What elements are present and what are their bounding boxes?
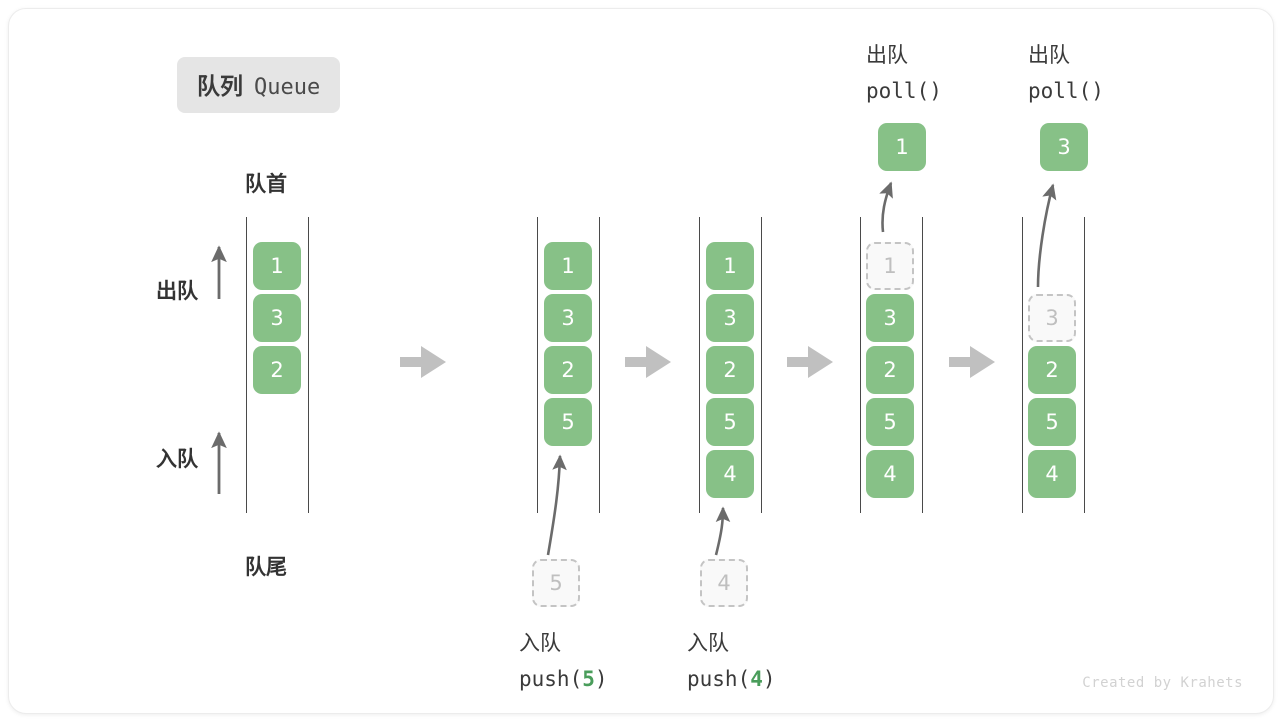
- label-enqueue-direction: 入队: [156, 447, 198, 471]
- label-dequeue-direction: 出队: [156, 279, 198, 303]
- queue-element: 2: [706, 346, 754, 394]
- push-arrow-5: [546, 454, 567, 556]
- step-arrow-icon: [625, 346, 671, 378]
- label-queue-front: 队首: [245, 172, 287, 196]
- queue-element-new: 5: [544, 398, 592, 446]
- queue-element: 1: [706, 242, 754, 290]
- caption-push-5: 入队 push(5): [519, 625, 608, 697]
- queue-rail-left: [537, 217, 538, 513]
- poll-arrow-1: [879, 181, 893, 233]
- queue-rail-right: [761, 217, 762, 513]
- queue-element: 3: [866, 294, 914, 342]
- caption-push-4: 入队 push(4): [687, 625, 776, 697]
- caption-code-prefix: poll(: [866, 79, 930, 103]
- queue-rail-left: [860, 217, 861, 513]
- title-english: Queue: [254, 75, 321, 100]
- pending-element-ghost: 5: [532, 559, 580, 607]
- queue-rail-right: [599, 217, 600, 513]
- caption-text: 出队: [1028, 43, 1070, 67]
- queue-rail-left: [699, 217, 700, 513]
- queue-element: 2: [866, 346, 914, 394]
- queue-rail-left: [1022, 217, 1023, 513]
- diagram-title-badge: 队列 Queue: [177, 57, 341, 113]
- queue-element-new: 4: [706, 450, 754, 498]
- caption-code-suffix: ): [929, 79, 942, 103]
- caption-code-prefix: push(: [519, 667, 583, 691]
- popped-element: 1: [878, 123, 926, 171]
- queue-element: 4: [866, 450, 914, 498]
- caption-code-suffix: ): [1091, 79, 1104, 103]
- push-arrow-4: [714, 506, 731, 556]
- queue-element: 5: [866, 398, 914, 446]
- queue-element: 2: [544, 346, 592, 394]
- queue-rail-right: [922, 217, 923, 513]
- label-queue-rear: 队尾: [245, 555, 287, 579]
- pending-element-ghost: 4: [700, 559, 748, 607]
- queue-element: 5: [1028, 398, 1076, 446]
- step-arrow-icon: [949, 346, 995, 378]
- popped-element: 3: [1040, 123, 1088, 171]
- queue-element: 2: [253, 346, 301, 394]
- caption-poll-1: 出队 poll(): [866, 37, 942, 109]
- queue-element: 3: [706, 294, 754, 342]
- queue-element: 4: [1028, 450, 1076, 498]
- diagram-card: 队列 Queue 队首 队尾 出队 入队 1 3 2 1 3 2 5 5 入队 …: [8, 8, 1274, 714]
- caption-text: 入队: [519, 631, 561, 655]
- caption-code-prefix: poll(: [1028, 79, 1092, 103]
- caption-code-number: 4: [750, 667, 763, 691]
- caption-code-number: 5: [582, 667, 595, 691]
- queue-rail-right: [1084, 217, 1085, 513]
- queue-element: 1: [253, 242, 301, 290]
- step-arrow-icon: [787, 346, 833, 378]
- queue-element: 5: [706, 398, 754, 446]
- caption-text: 出队: [866, 43, 908, 67]
- caption-poll-3: 出队 poll(): [1028, 37, 1104, 109]
- caption-code-suffix: ): [594, 667, 608, 691]
- watermark: Created by Krahets: [1082, 675, 1243, 691]
- queue-element: 3: [544, 294, 592, 342]
- queue-rail-right: [308, 217, 309, 513]
- caption-text: 入队: [687, 631, 729, 655]
- step-arrow-icon: [400, 346, 446, 378]
- removed-element-ghost: 1: [866, 242, 914, 290]
- queue-element: 2: [1028, 346, 1076, 394]
- caption-code-suffix: ): [762, 667, 776, 691]
- title-chinese: 队列: [197, 74, 243, 100]
- queue-element: 1: [544, 242, 592, 290]
- queue-element: 3: [253, 294, 301, 342]
- caption-code-prefix: push(: [687, 667, 751, 691]
- removed-element-ghost: 3: [1028, 294, 1076, 342]
- queue-rail-left: [246, 217, 247, 513]
- poll-arrow-3: [1036, 183, 1057, 288]
